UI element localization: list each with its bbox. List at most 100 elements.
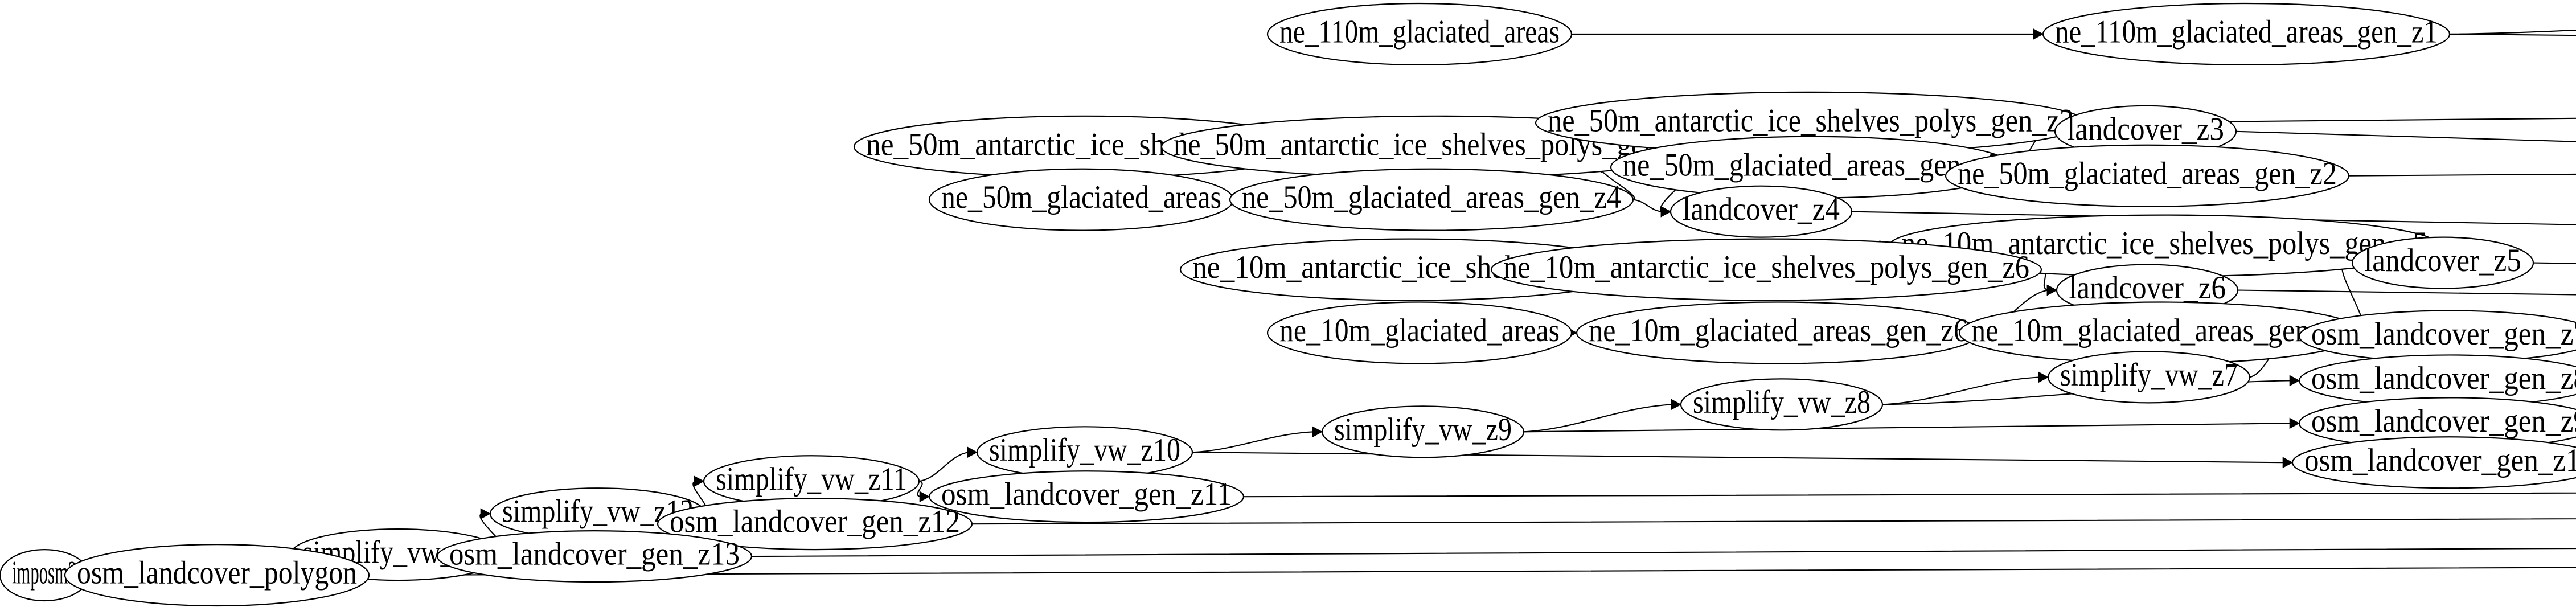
node-label-ne_50m_glaciated_areas: ne_50m_glaciated_areas xyxy=(941,179,1221,215)
node-label-ne_50m_glaciated_areas_gen_z2: ne_50m_glaciated_areas_gen_z2 xyxy=(1958,155,2337,191)
node-osm_landcover_gen_z9[interactable]: osm_landcover_gen_z9 xyxy=(2299,397,2576,449)
node-shape xyxy=(1268,302,1572,364)
arrow-head-icon xyxy=(2033,29,2043,39)
node-landcover_z5[interactable]: landcover_z5 xyxy=(2352,237,2533,289)
node-label-ne_50m_antarctic_ice_shelves_polys_gen_z3: ne_50m_antarctic_ice_shelves_polys_gen_z… xyxy=(1548,102,2074,138)
node-shape xyxy=(658,498,972,550)
node-ne_10m_glaciated_areas_gen_z5[interactable]: ne_10m_glaciated_areas_gen_z5 xyxy=(1959,302,2362,364)
node-osm_landcover_gen_z12[interactable]: osm_landcover_gen_z12 xyxy=(658,498,972,550)
node-label-ne_110m_glaciated_areas_gen_z1: ne_110m_glaciated_areas_gen_z1 xyxy=(2055,14,2438,50)
node-label-simplify_vw_z8: simplify_vw_z8 xyxy=(1693,384,1871,420)
node-label-osm_landcover_gen_z7: osm_landcover_gen_z7 xyxy=(2311,316,2576,352)
edge-osm_landcover_gen_z12--to--layer_landcover-z12 xyxy=(972,503,2576,524)
node-osm_landcover_gen_z8[interactable]: osm_landcover_gen_z8 xyxy=(2299,355,2576,406)
node-ne_50m_glaciated_areas_gen_z2[interactable]: ne_50m_glaciated_areas_gen_z2 xyxy=(1946,145,2349,207)
node-label-ne_10m_glaciated_areas_gen_z5: ne_10m_glaciated_areas_gen_z5 xyxy=(1971,313,2351,348)
edge-simplify_vw_z8--to--simplify_vw_z7 xyxy=(1882,377,2040,404)
arrow-head-icon xyxy=(2290,418,2299,428)
node-label-ne_10m_antarctic_ice_shelves_polys_gen_z6: ne_10m_antarctic_ice_shelves_polys_gen_z… xyxy=(1503,249,2029,285)
node-label-ne_10m_glaciated_areas: ne_10m_glaciated_areas xyxy=(1279,313,1560,348)
node-shape xyxy=(1268,3,1572,65)
arrow-head-icon xyxy=(481,509,490,519)
node-ne_10m_glaciated_areas[interactable]: ne_10m_glaciated_areas xyxy=(1268,302,1572,364)
edge-ne_110m_glaciated_areas_gen_z1--to--landcover_z1 xyxy=(2450,34,2576,77)
edge-simplify_vw_z11--to--simplify_vw_z10 xyxy=(919,452,969,481)
arrow-head-icon xyxy=(967,447,977,457)
edge-ne_50m_glaciated_areas_gen_z2--to--landcover_z2 xyxy=(2349,145,2576,176)
node-ne_110m_glaciated_areas_gen_z1[interactable]: ne_110m_glaciated_areas_gen_z1 xyxy=(2043,3,2450,65)
arrow-head-icon xyxy=(2283,457,2292,468)
node-shape xyxy=(437,531,752,582)
node-label-landcover_z6: landcover_z6 xyxy=(2069,270,2226,306)
node-label-simplify_vw_z11: simplify_vw_z11 xyxy=(716,461,907,497)
node-label-ne_50m_glaciated_areas_gen_z3: ne_50m_glaciated_areas_gen_z3 xyxy=(1623,147,2002,183)
node-label-ne_110m_glaciated_areas: ne_110m_glaciated_areas xyxy=(1279,14,1560,50)
node-label-ne_50m_glaciated_areas_gen_z4: ne_50m_glaciated_areas_gen_z4 xyxy=(1242,179,1621,215)
node-label-simplify_vw_z9: simplify_vw_z9 xyxy=(1334,412,1512,448)
node-landcover_z3[interactable]: landcover_z3 xyxy=(2055,106,2236,157)
edge-simplify_vw_z10--to--osm_landcover_gen_z10 xyxy=(1192,452,2284,462)
node-shape xyxy=(1946,145,2349,207)
node-ne_50m_glaciated_areas[interactable]: ne_50m_glaciated_areas xyxy=(929,169,1233,231)
node-label-osm_landcover_gen_z8: osm_landcover_gen_z8 xyxy=(2311,360,2576,396)
edge-osm_landcover_gen_z13--to--layer_landcover-z13 xyxy=(752,527,2576,556)
arrow-head-icon xyxy=(694,476,704,486)
node-shape xyxy=(1491,239,2041,301)
node-ne_10m_antarctic_ice_shelves_polys_gen_z6[interactable]: ne_10m_antarctic_ice_shelves_polys_gen_z… xyxy=(1491,239,2041,301)
node-label-simplify_vw_z7: simplify_vw_z7 xyxy=(2060,357,2238,393)
arrow-head-icon xyxy=(1312,427,1322,437)
node-osm_landcover_gen_z10[interactable]: osm_landcover_gen_z10 xyxy=(2292,437,2576,488)
edge-osm_landcover_gen_z11--to--layer_landcover-z11 xyxy=(1244,479,2576,497)
node-shape xyxy=(1671,186,1852,237)
node-label-osm_landcover_gen_z13: osm_landcover_gen_z13 xyxy=(449,536,740,572)
node-simplify_vw_z11[interactable]: simplify_vw_z11 xyxy=(704,456,919,507)
node-ne_50m_glaciated_areas_gen_z4[interactable]: ne_50m_glaciated_areas_gen_z4 xyxy=(1230,169,1633,231)
node-landcover_z4[interactable]: landcover_z4 xyxy=(1671,186,1852,237)
node-osm_landcover_gen_z13[interactable]: osm_landcover_gen_z13 xyxy=(437,531,752,582)
node-label-osm_landcover_gen_z11: osm_landcover_gen_z11 xyxy=(941,477,1232,512)
edge-simplify_vw_z9--to--osm_landcover_gen_z9 xyxy=(1524,423,2291,432)
node-shape xyxy=(1322,406,1524,457)
node-shape xyxy=(65,544,369,606)
edge-ne_50m_glaciated_areas_gen_z4--to--landcover_z4 xyxy=(1633,200,1662,212)
edge-osm_landcover_polygon--to--layer_landcover-z14+ xyxy=(369,551,2576,575)
node-label-landcover_z5: landcover_z5 xyxy=(2364,243,2521,278)
node-ne_110m_glaciated_areas[interactable]: ne_110m_glaciated_areas xyxy=(1268,3,1572,65)
arrow-head-icon xyxy=(920,491,929,502)
node-shape xyxy=(2043,3,2450,65)
edge-ne_110m_glaciated_areas_gen_z1--to--ne_110m_glaciated_areas_gen_z0 xyxy=(2450,17,2576,34)
node-simplify_vw_z7[interactable]: simplify_vw_z7 xyxy=(2048,351,2250,403)
node-simplify_vw_z9[interactable]: simplify_vw_z9 xyxy=(1322,406,1524,457)
node-label-ne_10m_glaciated_areas_gen_z6: ne_10m_glaciated_areas_gen_z6 xyxy=(1589,313,1968,348)
node-shape xyxy=(2048,351,2250,403)
node-ne_50m_antarctic_ice_shelves_polys_gen_z3[interactable]: ne_50m_antarctic_ice_shelves_polys_gen_z… xyxy=(1536,92,2086,154)
node-label-landcover_z3: landcover_z3 xyxy=(2067,111,2224,147)
arrow-head-icon xyxy=(2047,285,2057,296)
edge-simplify_vw_z9--to--simplify_vw_z8 xyxy=(1524,404,1672,432)
node-label-osm_landcover_gen_z9: osm_landcover_gen_z9 xyxy=(2311,403,2576,439)
node-label-osm_landcover_gen_z12: osm_landcover_gen_z12 xyxy=(670,504,960,540)
node-shape xyxy=(2352,237,2533,289)
node-simplify_vw_z8[interactable]: simplify_vw_z8 xyxy=(1681,379,1882,430)
node-osm_landcover_gen_z11[interactable]: osm_landcover_gen_z11 xyxy=(929,471,1244,522)
node-shape xyxy=(929,471,1244,522)
node-label-landcover_z4: landcover_z4 xyxy=(1683,191,1840,227)
node-osm_landcover_gen_z7[interactable]: osm_landcover_gen_z7 xyxy=(2299,310,2576,362)
node-simplify_vw_z10[interactable]: simplify_vw_z10 xyxy=(977,427,1192,478)
node-ne_10m_glaciated_areas_gen_z6[interactable]: ne_10m_glaciated_areas_gen_z6 xyxy=(1577,302,1980,364)
node-label-osm_landcover_polygon: osm_landcover_polygon xyxy=(77,555,357,591)
edge-simplify_vw_z11--to--osm_landcover_gen_z11 xyxy=(917,481,922,497)
node-label-osm_landcover_gen_z10: osm_landcover_gen_z10 xyxy=(2304,442,2576,478)
node-label-simplify_vw_z10: simplify_vw_z10 xyxy=(989,432,1180,468)
arrow-head-icon xyxy=(1671,399,1681,409)
node-shape xyxy=(1230,169,1633,231)
edge-simplify_vw_z10--to--simplify_vw_z9 xyxy=(1192,432,1314,452)
arrow-head-icon xyxy=(2038,372,2048,382)
node-osm_landcover_polygon[interactable]: osm_landcover_polygon xyxy=(65,544,369,606)
arrow-head-icon xyxy=(1661,207,1671,217)
arrow-head-icon xyxy=(2290,375,2299,386)
node-imposm3[interactable]: imposm3 xyxy=(0,550,89,601)
